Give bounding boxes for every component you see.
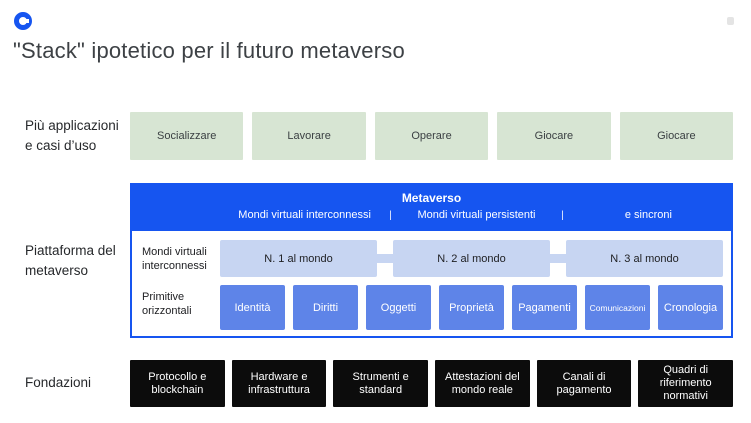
foundations-row: Protocollo e blockchain Hardware e infra… <box>130 360 734 407</box>
coinbase-logo-gap <box>23 19 29 23</box>
connector-bar <box>377 254 393 263</box>
decoration-dot-icon <box>727 17 734 25</box>
foundation-box-canali: Canali di pagamento <box>536 360 632 407</box>
world-connector-2 <box>550 240 566 277</box>
application-box-lavorare: Lavorare <box>252 112 366 160</box>
metaverse-subtitle-3: e sincroni <box>624 209 672 221</box>
primitives-row: Primitive orizzontali Identità Diritti O… <box>142 277 723 330</box>
application-box-giocare-1: Giocare <box>497 112 611 160</box>
applications-label-line1: Più applicazioni <box>25 118 119 133</box>
subtitle-separator-2: | <box>561 209 564 221</box>
primitive-box-proprieta: Proprietà <box>439 285 504 330</box>
world-connector-1 <box>377 240 393 277</box>
metaverse-platform-panel: Metaverso Mondi virtuali interconnessi |… <box>130 183 733 338</box>
foundations-section-label: Fondazioni <box>25 360 129 406</box>
foundation-box-attestazioni: Attestazioni del mondo reale <box>435 360 530 407</box>
world-box-1: N. 1 al mondo <box>220 240 377 277</box>
metaverse-header-title: Metaverso <box>401 191 462 205</box>
metaverse-header: Metaverso Mondi virtuali interconnessi |… <box>130 183 733 231</box>
primitive-box-identita: Identità <box>220 285 285 330</box>
primitive-box-comunicazioni: Comunicazioni <box>585 285 650 330</box>
application-box-socializzare: Socializzare <box>130 112 244 160</box>
page-title: "Stack" ipotetico per il futuro metavers… <box>13 38 405 63</box>
metaverse-panel-body: Mondi virtuali interconnessi N. 1 al mon… <box>130 231 733 338</box>
foundation-box-protocollo: Protocollo e blockchain <box>130 360 225 407</box>
worlds-label-line1: Mondi virtuali <box>142 245 207 258</box>
metaverse-header-subtitle-row: Mondi virtuali interconnessi | Mondi vir… <box>130 209 733 221</box>
primitives-label-line1: Primitive <box>142 290 185 303</box>
applications-label-line2: e casi d’uso <box>25 138 97 153</box>
applications-row: Socializzare Lavorare Operare Giocare Gi… <box>130 112 734 160</box>
worlds-label-line2: interconnessi <box>142 259 207 272</box>
worlds-row-label: Mondi virtuali interconnessi <box>142 240 214 277</box>
subtitle-separator-1: | <box>389 209 392 221</box>
connector-bar <box>550 254 566 263</box>
application-box-giocare-2: Giocare <box>619 112 734 160</box>
metaverse-subtitle-2: Mondi virtuali persistenti <box>417 209 536 221</box>
world-box-3: N. 3 al mondo <box>566 240 723 277</box>
platform-section-label: Piattaforma del metaverso <box>25 183 129 338</box>
applications-section-label: Più applicazioni e casi d’uso <box>25 112 129 160</box>
foundation-box-quadri: Quadri di riferimento normativi <box>638 360 734 407</box>
platform-label-line1: Piattaforma del <box>25 242 116 258</box>
platform-label-line2: metaverso <box>25 262 89 278</box>
primitives-label-line2: orizzontali <box>142 304 192 317</box>
primitives-boxes: Identità Diritti Oggetti Proprietà Pagam… <box>220 285 723 330</box>
primitive-box-oggetti: Oggetti <box>366 285 431 330</box>
metaverse-subtitle-1: Mondi virtuali interconnessi <box>238 209 371 221</box>
coinbase-logo-icon <box>14 12 32 30</box>
world-box-2: N. 2 al mondo <box>393 240 550 277</box>
primitives-row-label: Primitive orizzontali <box>142 277 214 330</box>
foundation-box-strumenti: Strumenti e standard <box>333 360 429 407</box>
foundation-box-hardware: Hardware e infrastruttura <box>231 360 327 407</box>
foundations-label: Fondazioni <box>25 375 92 390</box>
primitive-box-pagamenti: Pagamenti <box>512 285 577 330</box>
primitive-box-cronologia: Cronologia <box>658 285 723 330</box>
worlds-row: Mondi virtuali interconnessi N. 1 al mon… <box>142 240 723 277</box>
application-box-operare: Operare <box>374 112 489 160</box>
primitive-box-diritti: Diritti <box>293 285 358 330</box>
worlds-boxes: N. 1 al mondo N. 2 al mondo N. 3 al mond… <box>220 240 723 277</box>
